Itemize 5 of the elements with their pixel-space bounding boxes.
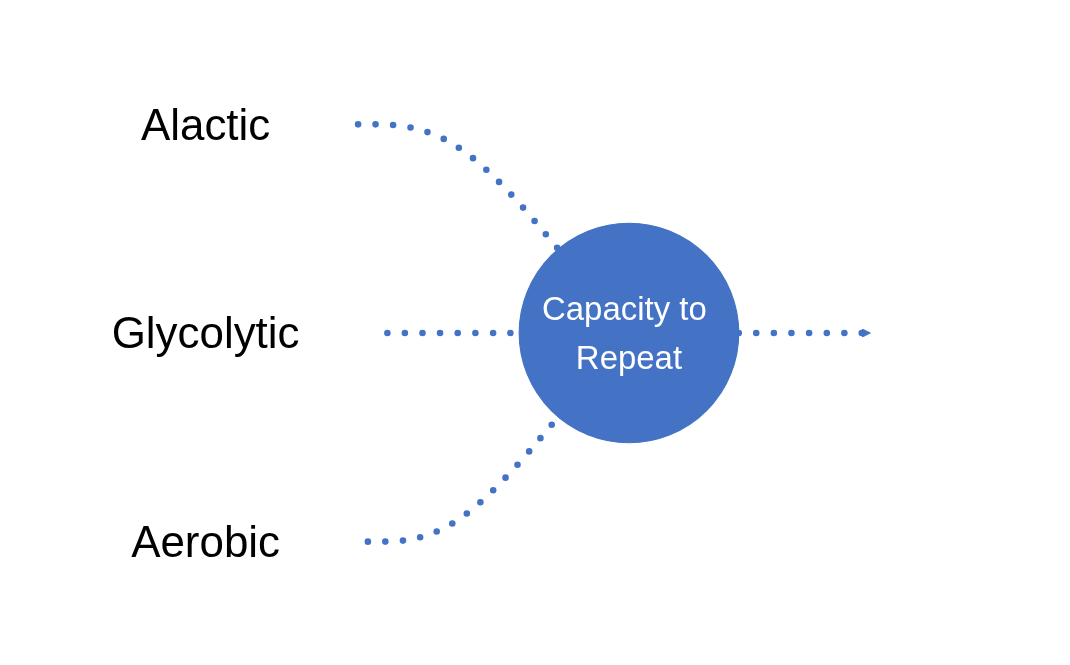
node-text: Glycolytic (111, 308, 300, 357)
node-text: Aerobic (131, 516, 281, 566)
node-circle: Capacity to Repeat (518, 222, 740, 443)
node-text: Alactic (140, 99, 271, 149)
connector (354, 120, 562, 252)
